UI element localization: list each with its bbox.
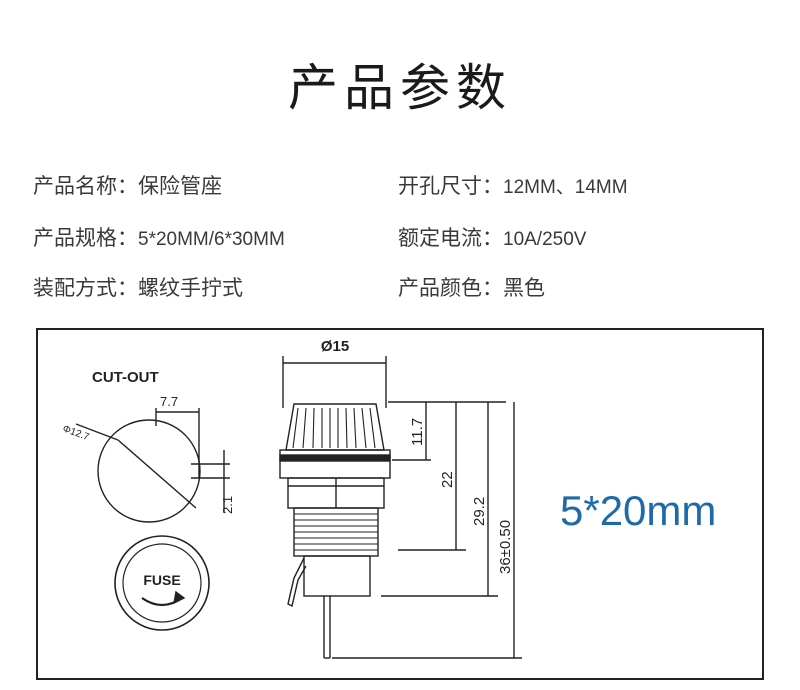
spec-value: 10A/250V xyxy=(503,229,587,250)
spec-label: 产品规格： xyxy=(33,226,138,250)
fuse-label: FUSE xyxy=(143,572,180,588)
spec-hole-size: 开孔尺寸：12MM、14MM xyxy=(398,170,628,200)
spec-value: 12MM、14MM xyxy=(503,177,628,198)
spec-label: 额定电流： xyxy=(398,226,503,250)
spec-value: 保险管座 xyxy=(138,174,222,198)
spec-label: 开孔尺寸： xyxy=(398,174,503,198)
dim-phi-15: Ø15 xyxy=(321,338,349,355)
spec-product-color: 产品颜色：黑色 xyxy=(398,272,545,302)
dim-2-1: 2.1 xyxy=(220,496,235,514)
cutout-circle xyxy=(97,419,201,523)
spec-product-spec: 产品规格：5*20MM/6*30MM xyxy=(33,222,285,252)
dim-29-2: 29.2 xyxy=(471,497,488,526)
spec-value: 螺纹手拧式 xyxy=(138,276,243,300)
spec-label: 装配方式： xyxy=(33,276,138,300)
cutout-label: CUT-OUT xyxy=(92,369,159,386)
spec-product-name: 产品名称：保险管座 xyxy=(33,170,222,200)
dim-36: 36±0.50 xyxy=(497,520,514,574)
spec-label: 产品名称： xyxy=(33,174,138,198)
spec-value: 5*20MM/6*30MM xyxy=(138,229,285,250)
spec-mount-type: 装配方式：螺纹手拧式 xyxy=(33,272,243,302)
spec-label: 产品颜色： xyxy=(398,276,503,300)
technical-drawing-frame xyxy=(36,328,764,680)
dim-7-7: 7.7 xyxy=(160,394,178,409)
technical-drawing: CUT-OUT 7.7 Φ12.7 2.1 FUSE Ø15 11.7 22 2… xyxy=(61,338,522,659)
dim-11-7: 11.7 xyxy=(409,418,426,446)
fuse-size-label: 5*20mm xyxy=(560,487,717,534)
page-title: 产品参数 xyxy=(288,59,512,117)
spec-rated-current: 额定电流：10A/250V xyxy=(398,222,586,252)
dim-22: 22 xyxy=(439,471,456,488)
dim-phi-12-7: Φ12.7 xyxy=(61,423,91,443)
spec-value: 黑色 xyxy=(503,276,545,300)
